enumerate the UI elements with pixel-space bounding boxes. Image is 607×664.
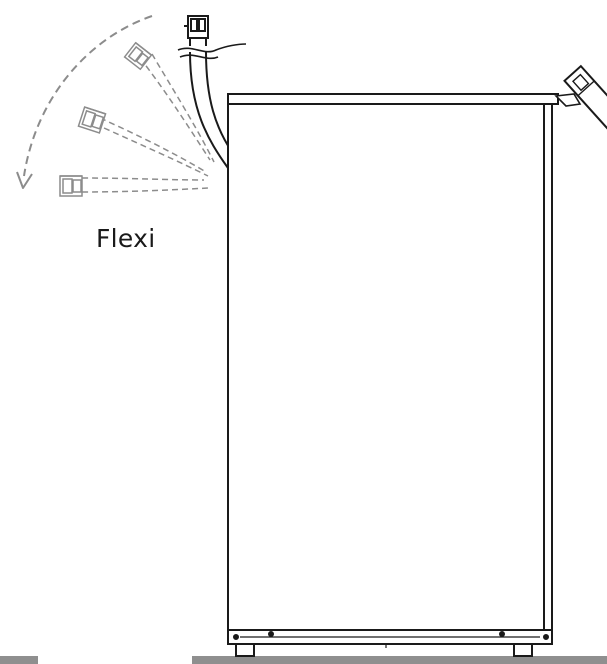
base-screw bbox=[499, 631, 505, 637]
open-lid-panel bbox=[563, 64, 607, 135]
floor-left bbox=[0, 656, 38, 664]
ghost-hoses bbox=[59, 41, 215, 197]
base-screw bbox=[233, 634, 239, 640]
cabinet-top bbox=[227, 93, 559, 105]
foot-left bbox=[235, 643, 255, 657]
base-screw bbox=[268, 631, 274, 637]
rotation-arrow bbox=[16, 15, 153, 189]
pipe-connector-icon bbox=[59, 175, 83, 197]
ghost-hose-2 bbox=[77, 106, 209, 177]
curved-arrow-icon bbox=[23, 15, 153, 177]
ghost-hose-3 bbox=[59, 175, 209, 197]
appliance-cabinet bbox=[227, 93, 582, 657]
arrow-head-icon bbox=[16, 171, 33, 189]
hose-break-mark bbox=[177, 43, 247, 53]
base-screw bbox=[543, 634, 549, 640]
flexi-label: Flexi bbox=[96, 224, 156, 253]
hinge-bracket bbox=[554, 93, 582, 107]
pipe-connector-icon bbox=[123, 41, 153, 71]
pipe-connector-icon bbox=[77, 106, 107, 134]
cabinet-body bbox=[227, 103, 545, 631]
hose-break-mark-2 bbox=[179, 54, 219, 60]
ghost-hose-1 bbox=[123, 41, 215, 163]
foot-right bbox=[513, 643, 533, 657]
pipe-connector-icon bbox=[184, 15, 209, 46]
floor-right bbox=[192, 656, 607, 664]
